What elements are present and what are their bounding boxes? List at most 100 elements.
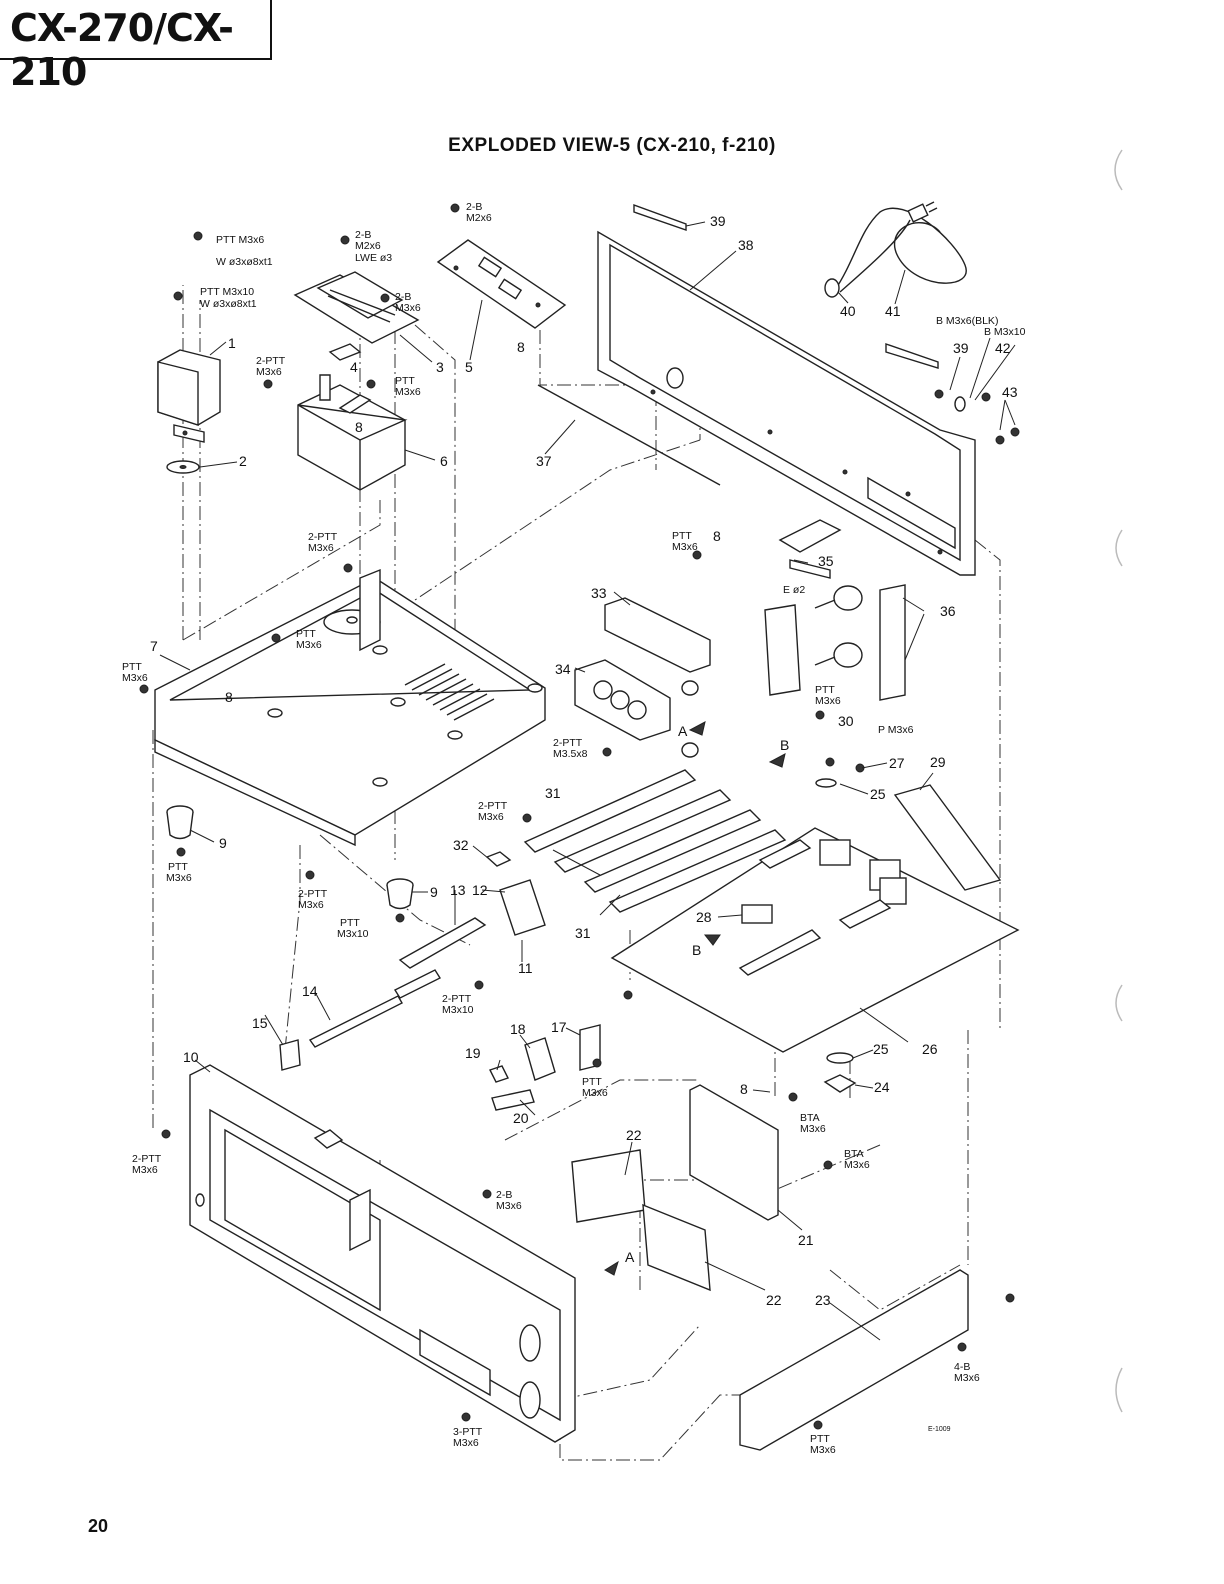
bracket-23 [739,1269,969,1451]
screw-label-2b-pcb-b: M2x6 [355,240,381,252]
screw-label-ptt-side-b: M3x6 [122,672,148,684]
screw-label-ptt-control-b: M3x6 [815,695,841,707]
screw-label-ptt-control-a: PTT [815,684,835,696]
screw-label-ptt-foot-b: M3x6 [166,872,192,884]
screw-label-2b-pcb-a: 2-B [355,229,371,241]
callout-8-chassis: 8 [225,689,233,705]
screw-label-b-m3x6-blk: B M3x6(BLK) [936,315,998,327]
screw-label-ptt-m3x6-top: PTT M3x6 [216,234,264,246]
screw-symbols [139,203,1020,1430]
drawing-code: E-1009 [928,1426,951,1433]
callout-34: 34 [555,661,571,677]
callout-37: 37 [536,453,552,469]
screw-label-ptt-switch-b: M3x6 [582,1087,608,1099]
callout-19: 19 [465,1045,481,1061]
wire-37 [537,384,721,486]
callout-33: 33 [591,585,607,601]
shaft-14 [308,969,442,1048]
screw-label-4b-a: 4-B [954,1361,970,1373]
washer-label-top: W ø3xø8xt1 [216,256,273,268]
callout-39-b: 39 [953,340,969,356]
callout-30: 30 [838,713,854,729]
callout-40: 40 [840,303,856,319]
screw-label-ptt-foot-a: PTT [168,861,188,873]
callout-28: 28 [696,909,712,925]
screw-label-2ptt-lower-b: M3x6 [478,811,504,823]
callout-18: 18 [510,1021,526,1037]
callout-21: 21 [798,1232,814,1248]
arrow-indicators [604,721,786,1276]
lock-washer-label: LWE ø3 [355,252,392,264]
callout-20: 20 [513,1110,529,1126]
screw-label-bta-2-a: BTA [844,1148,864,1160]
felt-39-bottom [885,343,939,369]
screw-label-ptt-side-a: PTT [122,661,142,673]
callout-42: 42 [995,340,1011,356]
screw-label-2b-fuse-b: M2x6 [466,212,492,224]
screw-label-2ptt-m35x8-a: 2-PTT [553,737,583,749]
chassis-7 [154,568,546,847]
screw-label-bta-b: M3x6 [800,1123,826,1135]
screw-label-3ptt-a: 3-PTT [453,1426,483,1438]
screw-label-ptt-m3x10-b: M3x10 [337,928,369,940]
part-callouts: 1 2 3 4 5 6 7 8 8 8 8 8 9 9 10 11 12 13 … [150,213,1018,1308]
arrow-label-b-upper: B [780,737,789,753]
callout-10: 10 [183,1049,199,1065]
screw-label-4b-b: M3x6 [954,1372,980,1384]
screw-label-2ptt-m3x10-b: M3x10 [442,1004,474,1016]
callout-43: 43 [1002,384,1018,400]
washer-label-second: W ø3xø8xt1 [200,298,257,310]
power-transformer-1 [157,349,221,474]
callout-12: 12 [472,882,488,898]
screw-label-2b-m3x6-b: M3x6 [395,302,421,314]
callout-5: 5 [465,359,473,375]
screw-label-2b-m3x6-a: 2-B [395,291,411,303]
screw-label-ptt-jack-b: M3x6 [672,541,698,553]
callout-8-bracket: 8 [355,419,363,435]
callout-17: 17 [551,1019,567,1035]
screw-label-b-m3x10: B M3x10 [984,326,1026,338]
bracket-21 [689,1084,779,1221]
main-pcb-26 [610,827,1020,1053]
screw-label-2ptt-lower-a: 2-PTT [478,800,508,812]
screw-label-2ptt-bracket-b: M3x6 [256,366,282,378]
knob-32 [485,851,512,867]
arrow-label-a-lower: A [625,1249,635,1265]
screw-label-ptt-bracket-b: M3x6 [395,386,421,398]
screw-label-p-m3x6: P M3x6 [878,724,914,736]
model-name: CX-270/CX-210 [10,6,234,94]
screw-label-ptt-jack-a: PTT [672,530,692,542]
callout-32: 32 [453,837,469,853]
shafts-31 [523,769,787,913]
arrow-label-b-lower: B [692,942,701,958]
screw-label-ptt-switch-a: PTT [582,1076,602,1088]
arrow-label-a-upper: A [678,723,688,739]
lever-35 [778,519,842,579]
screw-label-2ptt-m35x8-b: M3.5x8 [553,748,588,760]
callout-9-b: 9 [430,884,438,900]
callout-14: 14 [302,983,318,999]
page-number: 20 [88,1516,109,1536]
model-tag: CX-270/CX-210 [0,0,272,94]
diagram-title: EXPLODED VIEW-5 (CX-210, f-210) [448,135,776,156]
callout-22-b: 22 [766,1292,782,1308]
screw-label-2ptt-front-a: 2-PTT [132,1153,162,1165]
callout-26: 26 [922,1041,938,1057]
screw-label-2ptt-m3x10-a: 2-PTT [442,993,472,1005]
screw-label-2b-front-b: M3x6 [496,1200,522,1212]
screw-label-2ptt-foot-b: M3x6 [298,899,324,911]
jack-board-34 [574,659,699,758]
callout-15: 15 [252,1015,268,1031]
callout-38: 38 [738,237,754,253]
screw-label-2b-fuse-a: 2-B [466,201,482,213]
callout-29: 29 [930,754,946,770]
callout-4: 4 [350,359,358,375]
callout-11: 11 [518,960,533,976]
callout-8-jack: 8 [713,528,721,544]
screw-label-ptt-m3x10-a: PTT [340,917,360,929]
callout-24: 24 [874,1079,890,1095]
screw-label-ptt-chassis-b: M3x6 [296,639,322,651]
scan-edge-marks [1114,149,1123,1413]
connector-28 [741,904,773,924]
callout-25-b: 25 [873,1041,889,1057]
